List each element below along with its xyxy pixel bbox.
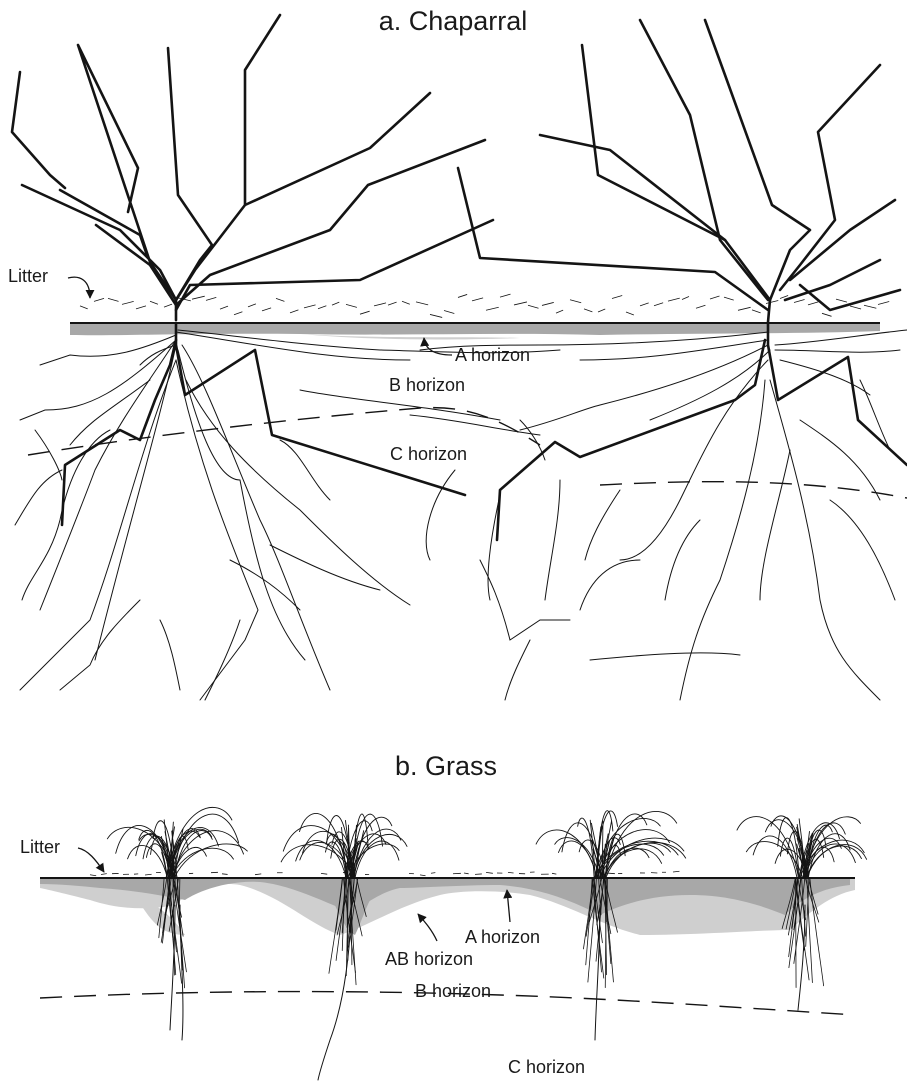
- litter-fragment: [321, 873, 327, 874]
- litter-fragment: [220, 306, 228, 309]
- litter-fragment: [360, 311, 370, 314]
- chaparral-panel: a. Chaparral: [8, 6, 907, 700]
- chaparral-c-horizon-label: C horizon: [390, 444, 467, 464]
- chaparral-right-shrub: [458, 20, 900, 322]
- litter-fragment: [486, 307, 499, 310]
- litter-fragment: [318, 306, 326, 309]
- litter-fragment: [234, 312, 242, 315]
- litter-fragment: [222, 874, 228, 875]
- litter-fragment: [346, 304, 357, 307]
- litter-fragment: [822, 313, 832, 316]
- litter-fragment: [598, 309, 605, 312]
- grass-blade: [353, 817, 392, 878]
- chaparral-a-horizon-band-light: [300, 334, 520, 339]
- litter-fragment: [374, 303, 386, 306]
- litter-fragment: [508, 872, 514, 873]
- grass-ab-horizon-label: AB horizon: [385, 914, 473, 969]
- litter-fragment: [145, 874, 152, 875]
- litter-fragment: [332, 302, 339, 305]
- svg-text:A horizon: A horizon: [455, 345, 530, 365]
- grass-litter-layer: [90, 871, 679, 876]
- litter-fragment: [108, 298, 119, 301]
- grass-blade: [354, 829, 401, 878]
- litter-fragment: [431, 873, 435, 874]
- litter-fragment: [738, 307, 751, 310]
- litter-fragment: [90, 875, 96, 876]
- litter-fragment: [150, 301, 158, 304]
- grass-b-horizon-label: B horizon: [415, 981, 491, 1001]
- litter-fragment: [542, 302, 554, 305]
- litter-fragment: [248, 304, 256, 307]
- chaparral-b-horizon-label: B horizon: [389, 375, 465, 395]
- grass-blade: [562, 823, 601, 878]
- chaparral-litter-label: Litter: [8, 266, 90, 298]
- litter-fragment: [206, 297, 216, 300]
- litter-fragment: [80, 306, 88, 309]
- litter-fragment: [500, 294, 511, 297]
- litter-fragment: [878, 301, 889, 304]
- grass-blade: [807, 845, 867, 878]
- litter-fragment: [101, 874, 107, 875]
- litter-fragment: [696, 305, 705, 308]
- litter-fragment: [486, 872, 493, 873]
- litter-fragment: [864, 305, 876, 308]
- litter-fragment: [136, 306, 146, 309]
- svg-text:Litter: Litter: [20, 837, 60, 857]
- litter-fragment: [668, 298, 680, 301]
- litter-fragment: [794, 299, 805, 302]
- grass-c-horizon-label: C horizon: [508, 1057, 585, 1077]
- grass-blade: [355, 841, 399, 878]
- grass-blade: [128, 845, 168, 878]
- litter-fragment: [552, 873, 556, 874]
- litter-fragment: [626, 312, 634, 315]
- litter-fragment: [724, 297, 734, 300]
- litter-fragment: [458, 294, 467, 297]
- svg-text:A horizon: A horizon: [465, 927, 540, 947]
- svg-text:Litter: Litter: [8, 266, 48, 286]
- litter-fragment: [192, 296, 205, 299]
- litter-fragment: [262, 308, 271, 311]
- litter-fragment: [290, 310, 298, 313]
- grass-blade: [299, 814, 347, 878]
- litter-fragment: [710, 296, 719, 299]
- litter-fragment: [850, 306, 861, 309]
- litter-fragment: [673, 871, 679, 872]
- litter-fragment: [752, 310, 761, 313]
- litter-fragment: [808, 302, 818, 305]
- litter-fragment: [276, 298, 284, 301]
- litter-fragment: [528, 305, 539, 308]
- svg-text:AB horizon: AB horizon: [385, 949, 473, 969]
- litter-fragment: [430, 314, 442, 317]
- litter-fragment: [420, 875, 426, 876]
- litter-fragment: [556, 310, 563, 313]
- litter-fragment: [94, 298, 104, 301]
- litter-fragment: [472, 298, 483, 301]
- grass-blade: [171, 814, 238, 878]
- grass-title: b. Grass: [395, 751, 497, 781]
- litter-fragment: [416, 302, 428, 305]
- grass-panel: b. Grass Litter A horizon: [20, 751, 867, 1080]
- litter-fragment: [464, 873, 469, 874]
- chaparral-bc-boundary-right: [600, 482, 907, 498]
- litter-fragment: [402, 301, 410, 304]
- litter-fragment: [640, 303, 649, 306]
- litter-fragment: [584, 309, 592, 312]
- litter-fragment: [682, 296, 689, 299]
- chaparral-title: a. Chaparral: [379, 6, 528, 36]
- chaparral-left-shrub: [12, 15, 493, 320]
- litter-fragment: [164, 304, 172, 307]
- litter-fragment: [836, 299, 847, 302]
- litter-fragment: [388, 302, 397, 305]
- litter-fragment: [304, 305, 316, 308]
- litter-fragment: [255, 874, 261, 875]
- litter-fragment: [654, 303, 663, 306]
- litter-fragment: [612, 295, 622, 298]
- litter-fragment: [514, 302, 527, 305]
- grass-a-horizon-label: A horizon: [465, 890, 540, 947]
- grass-litter-label: Litter: [20, 837, 104, 872]
- litter-fragment: [122, 301, 134, 304]
- litter-fragment: [570, 300, 581, 303]
- litter-fragment: [444, 310, 454, 313]
